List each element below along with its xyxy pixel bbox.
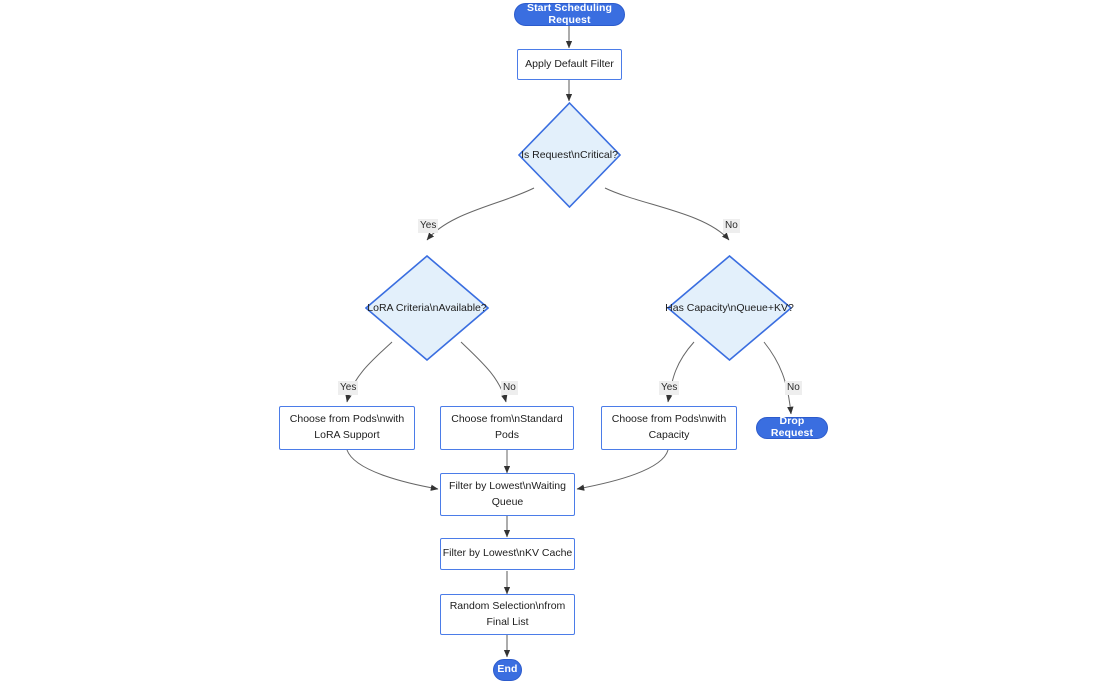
node-apply-default-filter-label: Apply Default Filter [525,57,614,70]
node-choose-lora-pods-text: Choose from Pods\nwith LoRA Support [284,412,410,444]
node-has-capacity[interactable]: Has Capacity\nQueue+KV? [665,255,794,361]
node-choose-lora-pods-line2: LoRA Support [314,429,380,441]
node-choose-standard-pods-line2: Pods [495,429,519,441]
node-filter-waiting-queue[interactable]: Filter by Lowest\nWaiting Queue [440,473,575,516]
node-filter-kv-cache-label: Filter by Lowest\nKV Cache [442,547,573,560]
node-choose-lora-pods-line1: Choose from Pods\nwith [289,413,405,426]
diamond-shape-lora [365,255,489,361]
edge-capacity-pods-to-filter-queue [576,449,669,491]
node-choose-lora-pods[interactable]: Choose from Pods\nwith LoRA Support [279,406,415,450]
node-lora-criteria-available[interactable]: LoRA Criteria\nAvailable? [365,255,489,361]
node-filter-waiting-queue-line2: Queue [491,495,524,508]
node-choose-capacity-pods[interactable]: Choose from Pods\nwith Capacity [601,406,737,450]
diamond-shape-capacity [667,255,792,361]
node-filter-waiting-queue-text: Filter by Lowest\nWaiting Queue [443,479,572,511]
node-random-selection[interactable]: Random Selection\nfrom Final List [440,594,575,635]
node-has-capacity-label: Has Capacity\nQueue+KV? [665,302,794,314]
edge-label-critical-no: No [723,219,740,233]
node-apply-default-filter[interactable]: Apply Default Filter [517,49,622,80]
node-end[interactable]: End [493,659,522,681]
node-choose-capacity-pods-line2: Capacity [648,429,690,441]
node-is-request-critical[interactable]: Is Request\nCritical? [518,102,621,208]
edge-label-lora-no: No [501,381,518,395]
node-random-selection-line2: Final List [486,615,529,628]
edge-label-capacity-yes: Yes [659,381,680,395]
edge-label-lora-yes-text: Yes [340,382,357,393]
node-random-selection-text: Random Selection\nfrom Final List [444,599,572,631]
node-start-label: Start Scheduling Request [526,1,613,26]
edge-label-lora-yes: Yes [338,381,359,395]
node-choose-capacity-pods-line1: Choose from Pods\nwith [611,413,727,426]
node-random-selection-line1: Random Selection\nfrom [449,599,566,612]
edge-choose-lora-to-filter-queue [346,449,439,491]
edge-label-critical-yes: Yes [418,219,439,233]
node-drop-request[interactable]: Drop Request [756,415,828,439]
node-choose-standard-pods[interactable]: Choose from\nStandard Pods [440,406,574,450]
node-filter-kv-cache[interactable]: Filter by Lowest\nKV Cache [440,538,575,570]
edge-label-critical-yes-text: Yes [420,220,437,231]
diamond-shape-critical [518,102,621,208]
edge-label-capacity-yes-text: Yes [661,382,678,393]
node-choose-standard-pods-text: Choose from\nStandard Pods [445,412,568,444]
node-start[interactable]: Start Scheduling Request [514,1,625,26]
node-choose-capacity-pods-text: Choose from Pods\nwith Capacity [606,412,732,444]
node-drop-request-label: Drop Request [770,415,814,439]
node-is-request-critical-label: Is Request\nCritical? [521,149,618,161]
node-filter-waiting-queue-line1: Filter by Lowest\nWaiting [449,479,566,492]
node-choose-standard-pods-line1: Choose from\nStandard [451,413,563,426]
edge-label-capacity-no-text: No [787,382,800,393]
edge-label-lora-no-text: No [503,382,516,393]
edge-critical-no-to-capacity [604,187,730,241]
edge-label-critical-no-text: No [725,220,738,231]
node-lora-criteria-available-label: LoRA Criteria\nAvailable? [367,302,487,314]
edge-label-capacity-no: No [785,381,802,395]
node-end-label: End [497,663,518,676]
